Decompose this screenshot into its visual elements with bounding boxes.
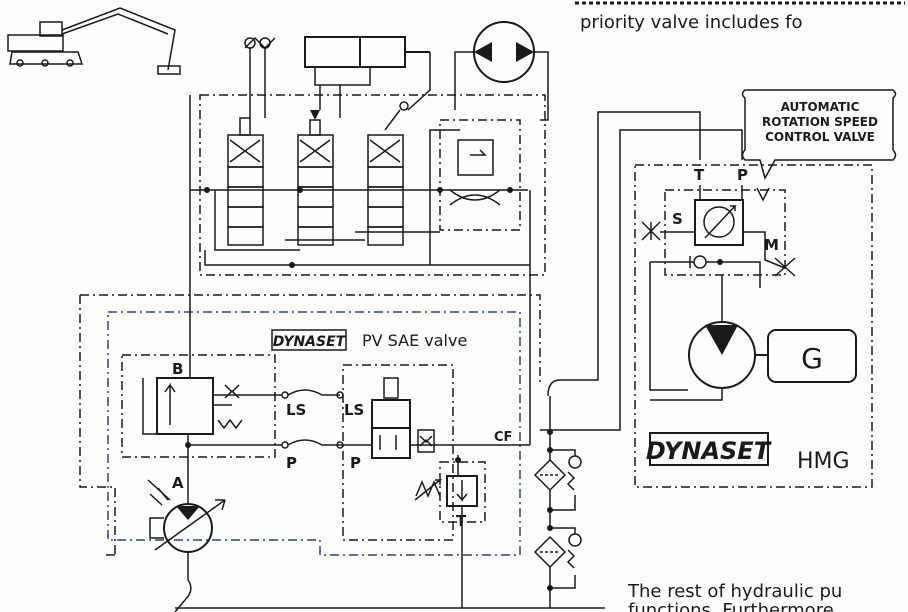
hmg-brand-text: DYNASET — [646, 437, 772, 465]
port-P-hmg: P — [737, 166, 748, 184]
relief-valve — [414, 455, 486, 523]
port-S: S — [672, 210, 683, 228]
directional-valve-3 — [367, 101, 409, 246]
generator-label: G — [801, 342, 823, 375]
port-B: B — [172, 360, 183, 378]
auto-valve-label-2: ROTATION SPEED — [762, 115, 878, 129]
port-LS-right: LS — [344, 401, 364, 419]
generator-box: G — [767, 329, 857, 383]
rotator-icon — [244, 36, 276, 62]
return-filter-1 — [533, 440, 582, 528]
pv-valve-label: PV SAE valve — [362, 331, 467, 350]
bottom-text-line-1: The rest of hydraulic pu — [627, 581, 842, 602]
speed-control-element — [694, 199, 744, 246]
cylinder-icon — [304, 36, 430, 86]
pv-sae-valve-boundary — [107, 311, 521, 556]
port-P-right: P — [350, 454, 361, 472]
auto-valve-callout: AUTOMATIC ROTATION SPEED CONTROL VALVE — [741, 89, 897, 202]
top-text: priority valve includes fo — [580, 12, 802, 33]
auto-valve-label-3: CONTROL VALVE — [765, 130, 875, 144]
hmg-boundary — [634, 164, 873, 488]
variable-pump — [147, 479, 226, 553]
port-LS-left: LS — [286, 401, 306, 419]
hmg-dynaset-logo: DYNASET — [646, 432, 772, 466]
return-filter-2 — [533, 527, 582, 608]
hmg-hydraulic-motor — [650, 275, 768, 401]
port-CF: CF — [494, 430, 512, 445]
priority-valve — [340, 377, 530, 459]
auto-valve-label-1: AUTOMATIC — [781, 100, 860, 114]
flow-control-valve — [439, 119, 521, 231]
compensator-valve — [142, 377, 243, 435]
excavator-icon — [7, 7, 181, 75]
port-A: A — [172, 474, 184, 492]
valve-block-boundary — [199, 94, 546, 276]
pv-brand-text: DYNASET — [273, 334, 347, 350]
hmg-label: HMG — [797, 449, 850, 474]
hydraulic-motor-icon — [473, 21, 535, 83]
port-T-hmg: T — [694, 166, 705, 184]
port-P-left: P — [286, 454, 297, 472]
bottom-text-line-2: functions. Furthermore — [628, 600, 834, 612]
port-M: M — [764, 236, 779, 254]
directional-valve-2 — [297, 110, 334, 246]
directional-valve-1 — [227, 117, 264, 246]
pv-dynaset-logo: DYNASET — [271, 329, 347, 351]
